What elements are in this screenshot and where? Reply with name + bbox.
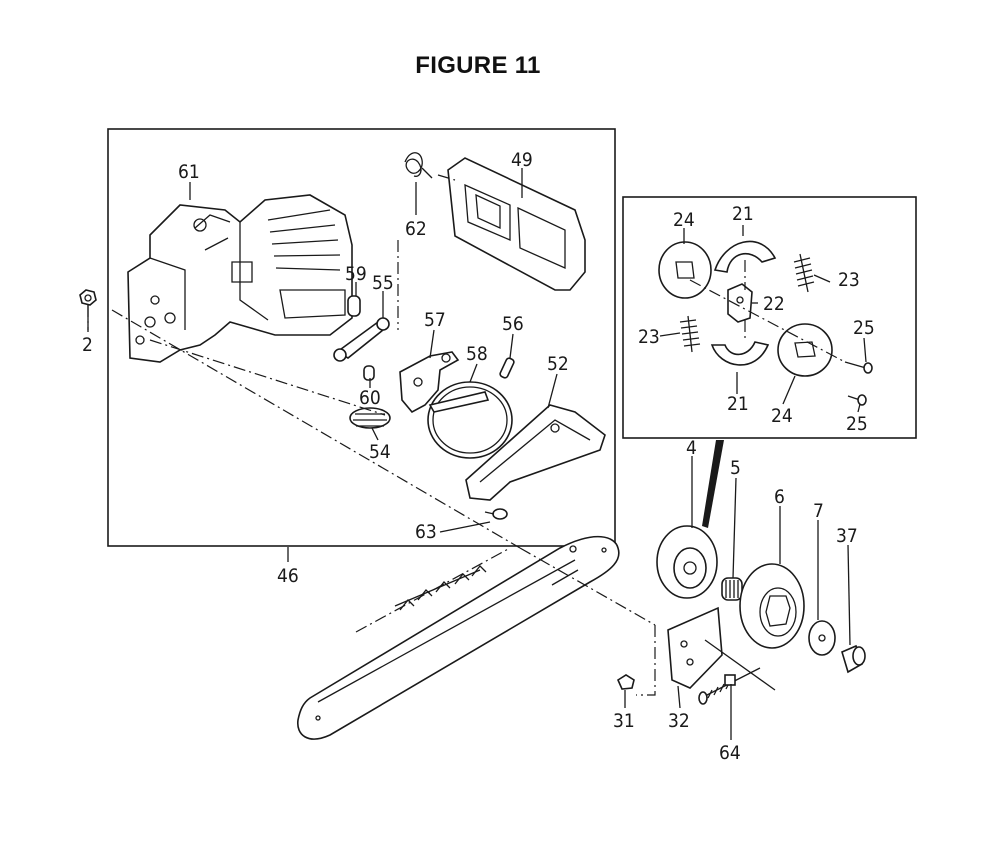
callout-61: 61 <box>178 161 200 183</box>
clutch-group-pointer <box>702 440 724 528</box>
clutch-plate-24-right <box>777 323 833 377</box>
brake-cover-52 <box>465 404 606 501</box>
crankcase-housing-61 <box>127 194 353 363</box>
clutch-plate-24-left <box>658 241 712 299</box>
callout-57: 57 <box>424 309 446 331</box>
clutch-assembly-frame <box>622 196 917 439</box>
callout-7: 7 <box>813 500 824 522</box>
figure-title: FIGURE 11 <box>415 52 541 79</box>
callout-5: 5 <box>730 457 741 479</box>
bolt-25-lower <box>847 394 867 406</box>
clutch-4 <box>656 525 718 599</box>
callout-46: 46 <box>277 565 299 587</box>
screw-63 <box>484 508 508 520</box>
callout-54: 54 <box>369 441 391 463</box>
tensioner-64 <box>698 667 761 705</box>
callout-4: 4 <box>686 437 697 459</box>
callout-62: 62 <box>405 218 427 240</box>
callout-6: 6 <box>774 486 785 508</box>
pin-60 <box>363 365 375 381</box>
clutch-spring-23-lower <box>679 315 701 353</box>
brake-lever-57 <box>399 351 460 414</box>
callout-21-top: 21 <box>732 203 754 225</box>
cover-49 <box>447 157 586 291</box>
callout-55: 55 <box>372 272 394 294</box>
callout-labels: 2 46 61 49 62 59 55 57 56 58 52 60 54 63… <box>82 149 875 764</box>
callout-22: 22 <box>763 293 785 315</box>
brake-band-58 <box>427 381 513 459</box>
clutch-spring-23-upper <box>793 253 815 293</box>
bushing-37 <box>841 644 866 674</box>
needle-bearing-5 <box>721 577 743 601</box>
leader-lines <box>87 168 867 740</box>
side-plate-32 <box>667 606 723 689</box>
sprocket-drum-6 <box>739 563 805 649</box>
callout-24-bottom: 24 <box>771 405 793 427</box>
pin-59 <box>347 295 361 317</box>
callout-49: 49 <box>511 149 533 171</box>
assembly-frame-46 <box>107 128 616 547</box>
callout-37: 37 <box>836 525 858 547</box>
callout-23-left: 23 <box>638 326 660 348</box>
callout-31: 31 <box>613 710 635 732</box>
callout-58: 58 <box>466 343 488 365</box>
clutch-shoe-21-lower <box>710 341 770 366</box>
bolt-31 <box>616 674 635 690</box>
saw-chain <box>355 547 511 633</box>
bolt-25-upper <box>844 361 873 374</box>
nut-2 <box>79 289 97 306</box>
callout-32: 32 <box>668 710 690 732</box>
callout-24-top: 24 <box>673 209 695 231</box>
callout-23-right: 23 <box>838 269 860 291</box>
callout-64: 64 <box>719 742 741 764</box>
callout-56: 56 <box>502 313 524 335</box>
lever-55 <box>333 317 390 362</box>
callout-25-bottom: 25 <box>846 413 868 435</box>
callout-21-bottom: 21 <box>727 393 749 415</box>
assembly-axis-lines <box>87 174 846 696</box>
callout-2: 2 <box>82 334 93 356</box>
clutch-hub-22 <box>727 283 753 323</box>
callout-52: 52 <box>547 353 569 375</box>
callout-25-top: 25 <box>853 317 875 339</box>
callout-59: 59 <box>345 263 367 285</box>
pin-56 <box>499 357 515 379</box>
spring-54 <box>349 407 391 429</box>
guide-bar <box>297 535 620 740</box>
callout-63: 63 <box>415 521 437 543</box>
clutch-shoe-21-upper <box>713 240 777 273</box>
washer-7 <box>808 620 836 656</box>
callout-60: 60 <box>359 387 381 409</box>
spring-62 <box>404 152 433 179</box>
